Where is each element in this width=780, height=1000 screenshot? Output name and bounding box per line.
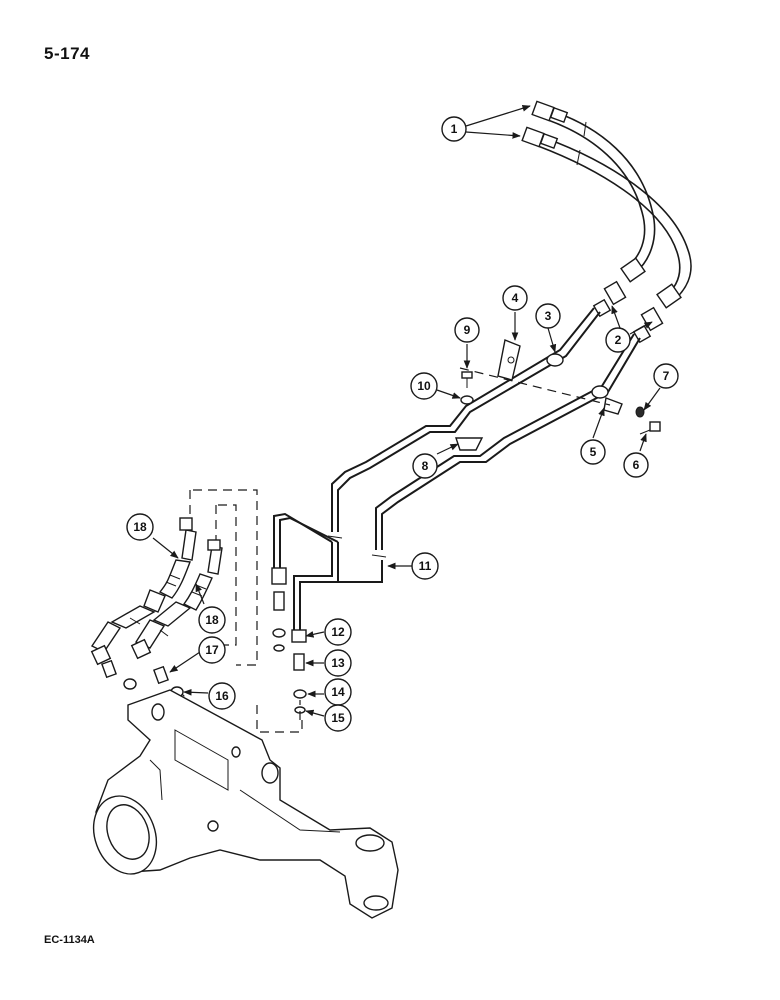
leader-lines (152, 105, 661, 717)
svg-text:18: 18 (205, 613, 219, 627)
callout-12: 12 (324, 618, 352, 646)
svg-text:13: 13 (331, 656, 345, 670)
callout-7: 7 (653, 363, 679, 389)
hoses-18 (90, 517, 223, 666)
nut-10 (460, 395, 474, 405)
svg-text:18: 18 (133, 520, 147, 534)
callout-3: 3 (535, 303, 561, 329)
svg-text:8: 8 (422, 459, 429, 473)
bolt-6 (639, 421, 661, 435)
clamp-3 (546, 353, 564, 367)
callout-5: 5 (580, 439, 606, 465)
hose-assemblies (521, 100, 692, 309)
callout-2: 2 (605, 327, 631, 353)
clamp-5 (591, 385, 623, 415)
callout-11: 11 (411, 552, 439, 580)
callout-4: 4 (502, 285, 528, 311)
connector-17 (101, 659, 169, 685)
callout-10: 10 (410, 372, 438, 400)
alignment-line (459, 367, 611, 406)
svg-text:4: 4 (512, 291, 519, 305)
callout-13: 13 (324, 649, 352, 677)
callout-16: 16 (208, 682, 236, 710)
axle-housing (92, 689, 399, 919)
clamp-8 (455, 437, 484, 451)
steel-tubes (273, 307, 641, 640)
callout-18-right: 18 (198, 606, 226, 634)
svg-text:3: 3 (545, 309, 552, 323)
svg-text:2: 2 (615, 333, 622, 347)
callout-6: 6 (623, 452, 649, 478)
svg-text:9: 9 (464, 323, 471, 337)
svg-text:11: 11 (419, 559, 432, 573)
svg-text:7: 7 (663, 369, 670, 383)
figure-code: EC-1134A (44, 934, 95, 946)
dashed-guides (177, 489, 303, 753)
bolt-9 (461, 371, 473, 388)
callout-15: 15 (324, 704, 352, 732)
callout-8: 8 (412, 453, 438, 479)
callout-1: 1 (441, 116, 467, 142)
svg-text:12: 12 (331, 625, 345, 639)
page-number: 5-174 (44, 44, 90, 63)
svg-text:17: 17 (205, 643, 219, 657)
bracket-4 (497, 339, 521, 381)
washer-7 (635, 406, 645, 418)
svg-text:16: 16 (215, 689, 229, 703)
callout-17: 17 (198, 636, 226, 664)
svg-text:1: 1 (451, 122, 458, 136)
svg-text:10: 10 (417, 379, 431, 393)
callout-9: 9 (454, 317, 480, 343)
svg-text:6: 6 (633, 458, 640, 472)
callout-14: 14 (324, 678, 352, 706)
svg-text:14: 14 (331, 685, 345, 699)
svg-text:5: 5 (590, 445, 597, 459)
svg-text:15: 15 (331, 711, 345, 725)
callout-18-left: 18 (126, 513, 154, 541)
